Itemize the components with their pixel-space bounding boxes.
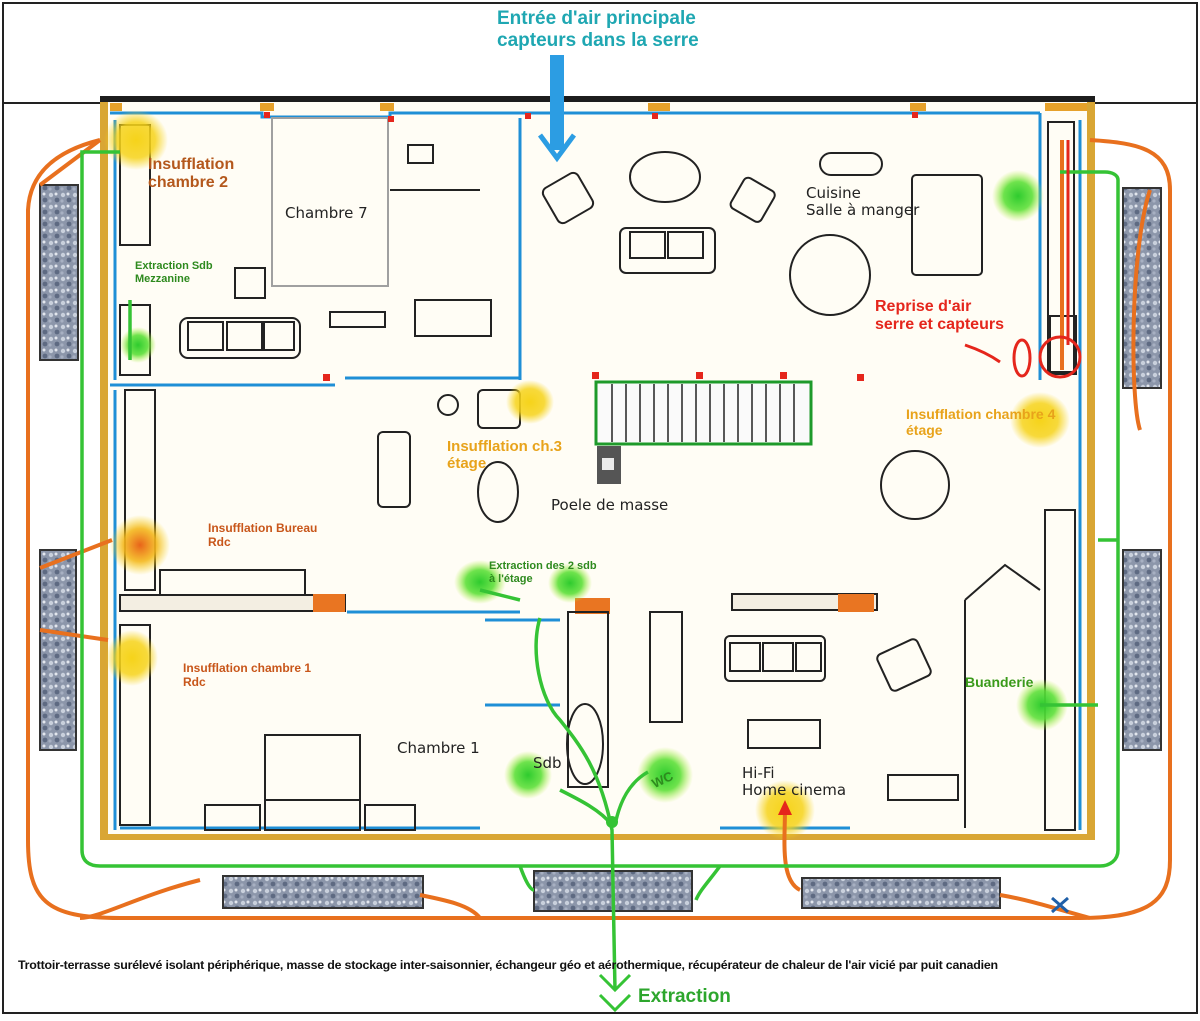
insufflation-ch4-label: Insufflation chambre 4 étage: [906, 406, 1056, 439]
chambre7-room: [271, 117, 389, 287]
chambre1-label: Chambre 1: [397, 739, 480, 757]
extraction-2sdb-label: Extraction des 2 sdb à l'étage: [489, 560, 597, 585]
staircase: [594, 380, 813, 484]
gravel-bottom-right: [801, 877, 1001, 909]
gravel-left-bottom: [39, 549, 77, 751]
insufflation-ch2-label: Insufflation chambre 2: [148, 156, 235, 192]
gravel-right-bottom: [1122, 549, 1162, 751]
main-intake-arrow: [537, 55, 577, 163]
gravel-left-top: [39, 184, 79, 361]
reprise-air-label: Reprise d'air serre et capteurs: [875, 298, 1004, 334]
wall-vents: [110, 103, 1087, 381]
sdb-label: Sdb: [533, 754, 562, 772]
cuisine-label: Cuisine Salle à manger: [806, 184, 920, 220]
furniture: [119, 121, 1077, 831]
supply-duct: [26, 138, 1172, 920]
main-air-intake-label: Entrée d'air principale capteurs dans la…: [497, 8, 699, 51]
insufflation-ch1-label: Insufflation chambre 1 Rdc: [183, 661, 312, 689]
return-air: [964, 140, 1082, 379]
hifi-label: Hi-Fi Home cinema: [742, 764, 847, 800]
footer-caption: Trottoir-terrasse surélevé isolant périp…: [18, 958, 998, 972]
insufflation-bureau-label: Insufflation Bureau Rdc: [208, 521, 318, 549]
chambre7-label: Chambre 7: [285, 204, 368, 222]
insufflation-ch3-label: Insufflation ch.3 étage: [447, 438, 563, 473]
extraction-label: Extraction: [638, 986, 731, 1007]
poele-label: Poele de masse: [551, 496, 669, 514]
buanderie-label: Buanderie: [965, 674, 1034, 690]
extraction-sdb-mezz-label: Extraction Sdb Mezzanine: [135, 260, 213, 285]
gravel-bottom-left: [222, 875, 424, 909]
